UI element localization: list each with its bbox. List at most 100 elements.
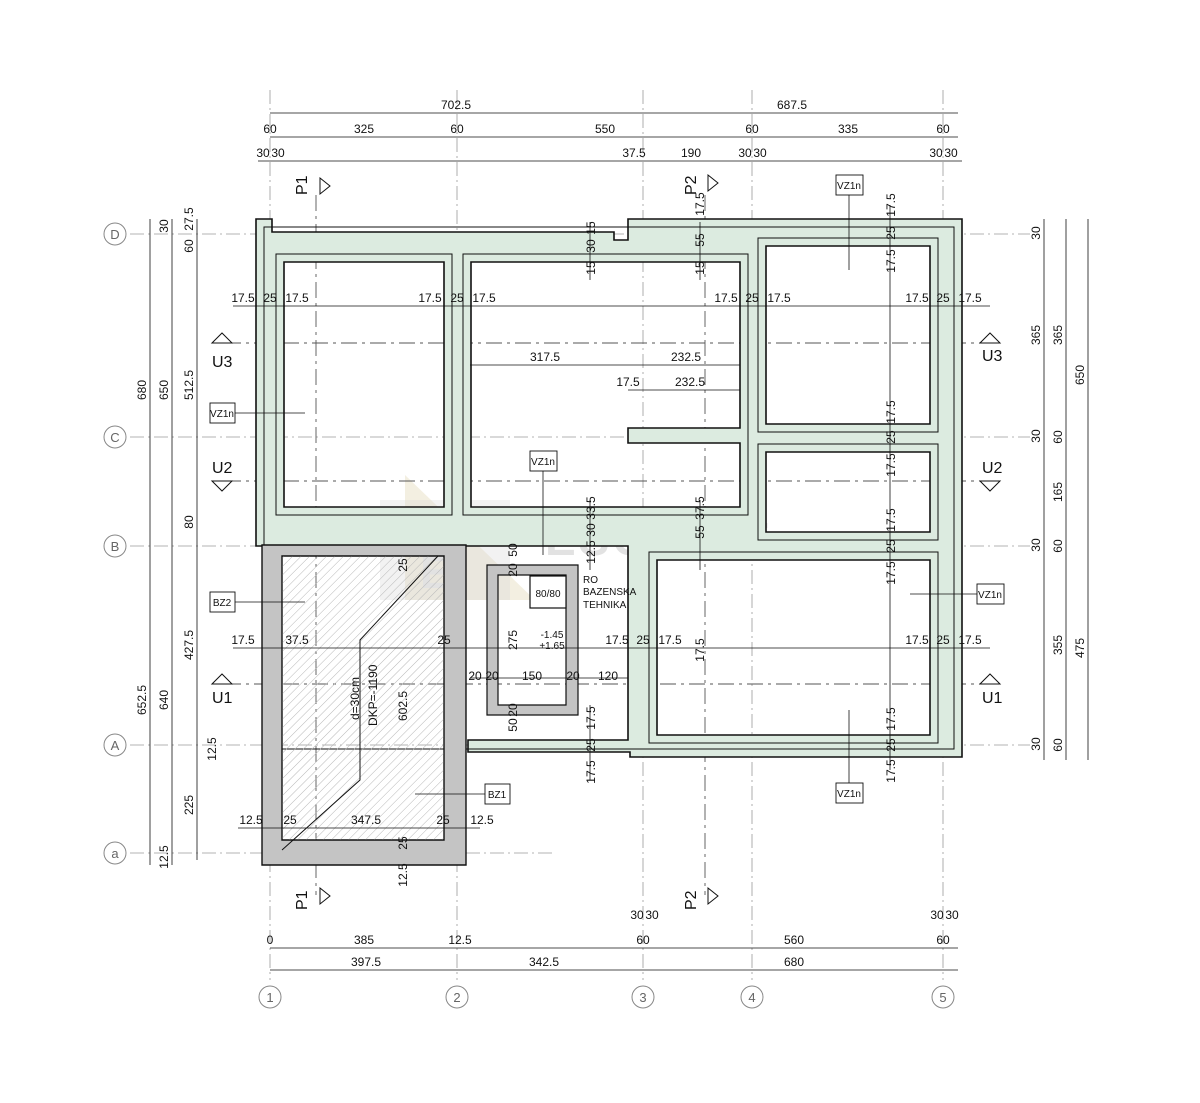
dimension-lines — [149, 112, 1089, 971]
dim-shaft-13: 17.5 — [584, 760, 598, 784]
dim-pool-2: 37.5 — [285, 633, 309, 647]
dim-top2-1: 60 — [263, 122, 277, 136]
dim-shaft-1: 20 — [468, 669, 482, 683]
label-vz1n-3: VZ1n — [837, 181, 861, 192]
section-p1-bottom: P1 — [294, 890, 311, 910]
dim-wall-c1: 17.5 — [714, 291, 738, 305]
dim-misc-6: 17.5 — [693, 192, 707, 216]
dim-room-2: 232.5 — [671, 350, 701, 364]
dim-wall-d2: 25 — [936, 291, 950, 305]
dim-room-3: 17.5 — [616, 375, 640, 389]
section-p2-top: P2 — [683, 175, 700, 195]
dim-wall-f2: 25 — [936, 633, 950, 647]
dim-shaft-3: 150 — [522, 669, 542, 683]
dim-misc-2: 30 — [584, 239, 598, 253]
dim-pool-7: 25 — [436, 813, 450, 827]
dim-wall-b3: 17.5 — [472, 291, 496, 305]
dim-wall-f3: 17.5 — [958, 633, 982, 647]
dim-r-5: 25 — [884, 430, 898, 444]
tehnika-label: TEHNIKA — [583, 600, 627, 611]
dim-right-12: 30 — [1029, 538, 1043, 552]
label-leaders — [235, 195, 977, 795]
dim-top2-7: 60 — [936, 122, 950, 136]
dim-right-6: 60 — [1051, 539, 1065, 553]
axis-3-label: 3 — [639, 990, 646, 1005]
dim-shaft-4: 20 — [566, 669, 580, 683]
dim-right-4: 60 — [1051, 430, 1065, 444]
dim-wall-e3: 17.5 — [658, 633, 682, 647]
dim-wall-d3: 17.5 — [958, 291, 982, 305]
dim-left-9: 30 — [157, 219, 171, 233]
dim-wall-e2: 25 — [636, 633, 650, 647]
dim-misc-4: 55 — [693, 233, 707, 247]
dim-misc-10: 37.5 — [693, 496, 707, 520]
dim-shaft-6: 275 — [506, 630, 520, 650]
dim-shaft-5: 120 — [598, 669, 618, 683]
dim-shaft-11: 17.5 — [584, 706, 598, 730]
axis-d-label: D — [110, 227, 119, 242]
dim-top2-6: 335 — [838, 122, 858, 136]
dim-r-10: 17.5 — [884, 707, 898, 731]
dim-wall-a3: 17.5 — [285, 291, 309, 305]
dim-r-11: 25 — [884, 738, 898, 752]
dim-left-11: 60 — [182, 239, 196, 253]
dim-top-1: 702.5 — [441, 98, 471, 112]
section-u2-left: U2 — [212, 460, 233, 477]
dim-misc-3: 15 — [584, 261, 598, 275]
dim-wall-c2: 25 — [745, 291, 759, 305]
axis-bubbles — [103, 222, 955, 1009]
dim-bot1-2: 385 — [354, 933, 374, 947]
dim-r-4: 17.5 — [884, 400, 898, 424]
axis-4-label: 4 — [748, 990, 755, 1005]
level-bottom: +1.65 — [539, 641, 565, 652]
dim-top3-7: 30 — [929, 146, 943, 160]
dim-bot1-6: 60 — [936, 933, 950, 947]
dim-misc-7: 33.5 — [584, 496, 598, 520]
dim-top2-5: 60 — [745, 122, 759, 136]
dim-pool-10: 25 — [396, 558, 410, 572]
dim-top2-2: 325 — [354, 122, 374, 136]
dim-bot2-3: 680 — [784, 955, 804, 969]
dim-shaft-2: 20 — [485, 669, 499, 683]
dim-right-2: 475 — [1073, 638, 1087, 658]
dim-left-12: 12.5 — [205, 737, 219, 761]
label-vz1n-1: VZ1n — [210, 409, 234, 420]
dim-bot0-1: 30 — [630, 908, 644, 922]
axis-c-label: C — [110, 430, 119, 445]
dim-shaft-12: 25 — [584, 738, 598, 752]
axis-lower-a-label: a — [111, 846, 119, 861]
section-markers — [210, 173, 1002, 906]
dim-misc-1: 15 — [584, 221, 598, 235]
dim-wall-c3: 17.5 — [767, 291, 791, 305]
dim-shaft-8: 20 — [506, 563, 520, 577]
label-bz2: BZ2 — [213, 598, 232, 609]
dim-pool-11: 25 — [396, 836, 410, 850]
dim-left-8: 225 — [182, 795, 196, 815]
dim-pool-8: 12.5 — [470, 813, 494, 827]
dim-bot2-2: 342.5 — [529, 955, 559, 969]
dim-room-4: 232.5 — [675, 375, 705, 389]
dim-misc-9: 12.5 — [584, 540, 598, 564]
dim-right-13: 30 — [1029, 737, 1043, 751]
dim-pool-6: 347.5 — [351, 813, 381, 827]
section-u3-left: U3 — [212, 354, 233, 371]
dim-bot0-4: 30 — [945, 908, 959, 922]
dim-wall-b2: 25 — [450, 291, 464, 305]
dim-top-2: 687.5 — [777, 98, 807, 112]
bazenska-label: BAZENSKA — [583, 587, 637, 598]
axis-1-label: 1 — [266, 990, 273, 1005]
dim-bot1-4: 60 — [636, 933, 650, 947]
axis-b-label: B — [111, 539, 120, 554]
dim-shaft-9: 50 — [506, 718, 520, 732]
dim-left-13: 12.5 — [157, 845, 171, 869]
dim-misc-5: 15 — [693, 261, 707, 275]
dim-left-4: 640 — [157, 690, 171, 710]
wall-inner-lines — [263, 226, 955, 750]
dim-left-1: 680 — [135, 380, 149, 400]
dim-left-6: 80 — [182, 515, 196, 529]
section-u3-right: U3 — [982, 348, 1003, 365]
dim-right-1: 650 — [1073, 365, 1087, 385]
dim-r-12: 17.5 — [884, 759, 898, 783]
dim-wall-f1: 17.5 — [905, 633, 929, 647]
